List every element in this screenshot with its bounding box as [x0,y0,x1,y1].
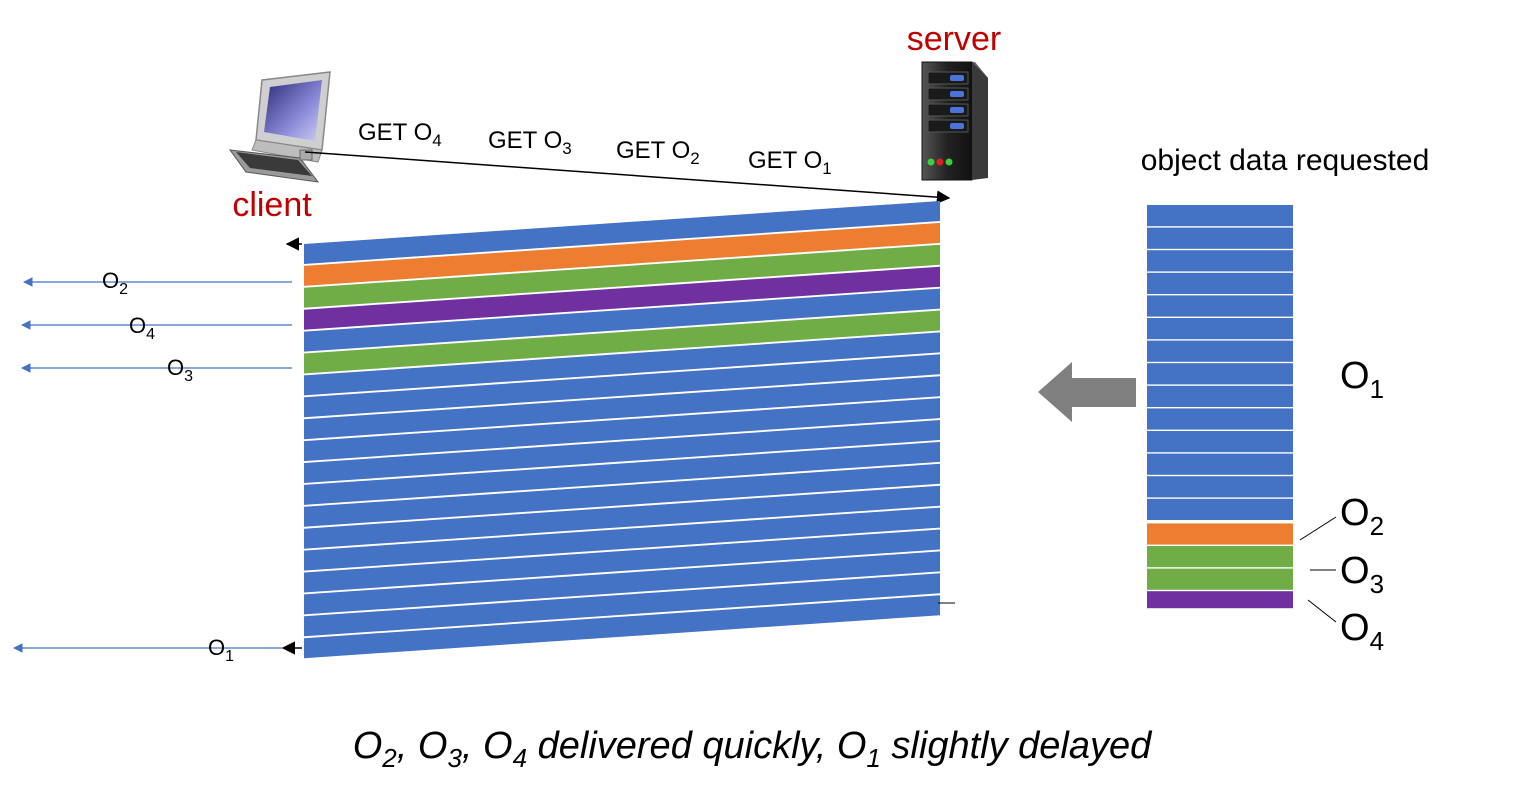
stack-frame-blue [1147,408,1293,430]
stack-frame-blue [1147,295,1293,317]
stack-label-o3: O3 [1340,550,1384,599]
stream-frame-blue [304,507,940,571]
delivery-label-o3: O3 [167,355,193,385]
request-label-o1: GET O1 [748,147,832,178]
stack-frame-blue [1147,205,1293,227]
stream-frame-blue [304,485,940,549]
stream-frame-blue [304,441,940,505]
stack-labels: O1 O2 O3 O4 [1340,355,1384,656]
stream-frame-blue [304,529,940,593]
stack-frame-blue [1147,340,1293,362]
delivery-labels: O2 O4 O3 O1 [102,268,234,665]
stream-frame-blue [304,573,940,637]
stack-frame-purple [1147,591,1293,609]
stack-label-o2: O2 [1340,492,1384,541]
server-label: server [907,20,1001,58]
stack-frame-green [1147,546,1293,568]
client-label: client [232,186,312,224]
request-label-o4: GET O4 [358,119,442,150]
stack-frame-green [1147,568,1293,590]
stack-label-o4: O4 [1340,607,1384,656]
stack-label-o1: O1 [1340,355,1384,404]
request-label-o2: GET O2 [616,137,700,168]
stream-frame-blue [304,551,940,615]
stream-frame-blue [304,201,940,264]
stack-frame-blue [1147,385,1293,407]
stream-frame-blue [304,332,940,396]
request-label-o3: GET O3 [488,127,572,158]
delivery-arrows [13,277,292,653]
stack-frame-blue [1147,318,1293,340]
server-icon [921,61,988,181]
client-computer-icon [228,71,331,183]
gray-left-block-arrow [1038,362,1136,422]
stack-frame-blue [1147,363,1293,385]
request-arrow [304,151,951,204]
object-data-requested-label: object data requested [1141,144,1430,177]
stack-frame-blue [1147,498,1293,520]
stack-frame-blue [1147,476,1293,498]
stream-frame-blue [304,398,940,462]
stream-frame-blue [304,595,940,659]
caption: O2, O3, O4 delivered quickly, O1 slightl… [353,725,1153,773]
stack-frame-blue [1147,453,1293,475]
stream-frame-purple [304,266,940,330]
response-frame-stream [304,201,940,659]
delivery-label-o1: O1 [208,635,234,665]
request-labels: GET O4 GET O3 GET O2 GET O1 [358,119,832,178]
stack-frame-orange [1147,523,1293,545]
stream-frame-blue [304,288,940,352]
stack-frame-blue [1147,272,1293,294]
stream-frame-blue [304,376,940,440]
delivery-label-o4: O4 [129,313,155,343]
stream-frame-green [304,244,940,308]
object-data-stack [1147,205,1293,609]
delivery-label-o2: O2 [102,268,128,298]
stream-frame-blue [304,354,940,418]
stream-frame-blue [304,463,940,527]
stack-frame-blue [1147,250,1293,272]
o4-leader-line [1307,599,1337,623]
stream-frame-blue [304,420,940,483]
stream-frame-orange [304,222,940,286]
stream-frame-green [304,310,940,374]
stack-frame-blue [1147,431,1293,453]
stack-frame-blue [1147,227,1293,249]
o2-leader-line [1299,516,1337,541]
